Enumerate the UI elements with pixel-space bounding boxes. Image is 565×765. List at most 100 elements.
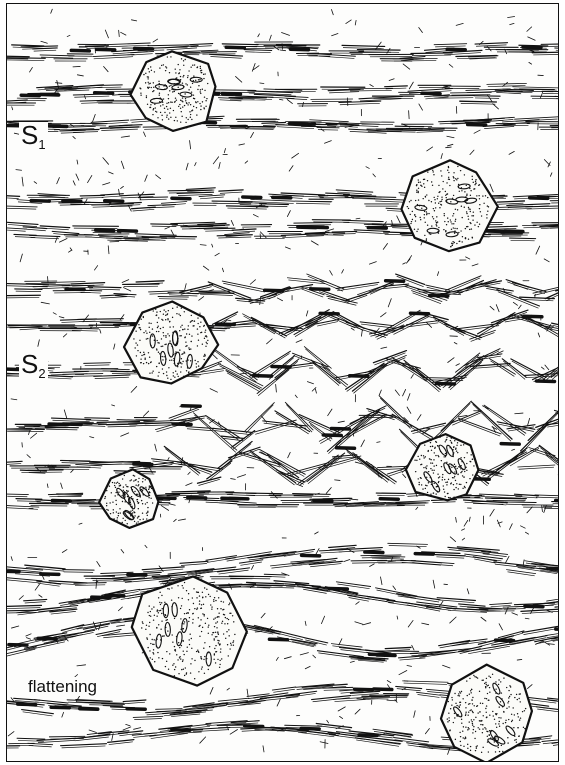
stipple-dot [198,651,199,652]
mica-flake-edge [115,240,138,241]
stipple-dot [445,230,446,231]
stipple-dot [110,513,111,514]
stipple-dot [475,717,476,718]
stipple-dot [157,652,158,653]
mica-flake [63,570,94,571]
stipple-dot [197,607,198,608]
stipple-dot [147,78,148,79]
stipple-dot [194,98,195,99]
stipple-dot [190,341,191,342]
matrix-tick [544,159,550,165]
mica-band [7,83,558,106]
stipple-dot [216,617,217,618]
stipple-dot [447,718,448,719]
stipple-dot [193,325,194,326]
stipple-dot [148,489,149,490]
stipple-dot [433,470,434,471]
mica-flake-edge [286,98,307,99]
mica-flake [360,322,394,326]
stipple-dot [474,738,475,739]
stipple-dot [204,673,205,674]
matrix-tick [538,333,540,337]
matrix-tick [169,504,175,506]
stipple-dot [188,70,189,71]
stipple-dot [182,659,183,660]
mica-flake-edge [416,131,443,132]
stipple-dot [474,184,475,185]
stipple-dot [425,488,426,489]
stipple-dot [227,623,228,624]
matrix-tick [279,99,282,100]
stipple-dot [430,234,431,235]
stipple-dot [149,332,150,333]
stipple-dot [429,495,430,496]
stipple-dot [169,112,170,113]
stipple-dot [200,608,201,609]
stipple-dot [495,751,496,752]
stipple-dot [441,201,442,202]
opaque-grain [118,231,136,232]
stipple-dot [459,732,460,733]
mica-flake-edge [93,581,132,582]
mica-flake-edge [353,365,387,393]
stipple-dot [485,708,486,709]
stipple-dot [177,585,178,586]
stipple-dot [186,117,187,118]
stipple-dot [160,105,161,106]
stipple-dot [417,228,418,229]
stipple-dot [150,66,151,67]
stipple-dot [199,636,200,637]
mica-flake [420,312,449,320]
stipple-dot [194,678,195,679]
stipple-dot [416,231,417,232]
stipple-dot [456,179,457,180]
matrix-tick [448,748,450,754]
stipple-dot [146,95,147,96]
matrix-tick [509,151,514,154]
stipple-dot [472,474,473,475]
stipple-dot [207,618,208,619]
mica-flake [388,543,428,544]
mica-flake-edge [7,608,40,609]
matrix-tick [41,302,49,304]
stipple-dot [454,242,455,243]
stipple-dot [462,731,463,732]
matrix-tick [20,254,22,262]
stipple-dot [188,89,189,90]
stipple-dot [147,511,148,512]
opaque-grain [311,289,329,290]
stipple-dot [472,219,473,220]
mica-flake-edge [178,194,212,195]
matrix-tick [12,107,13,110]
mica-flake-edge [220,192,242,193]
stipple-dot [503,711,504,712]
stipple-dot [443,181,444,182]
stipple-dot [167,378,168,379]
opaque-grain [556,500,558,501]
matrix-tick [185,284,186,290]
stipple-dot [203,659,204,660]
mica-flake [385,647,411,648]
stipple-dot [466,195,467,196]
stipple-dot [472,179,473,180]
stipple-dot [166,115,167,116]
stipple-dot [451,437,452,438]
stipple-dot [454,717,455,718]
stipple-dot [184,93,185,94]
mica-flake [336,190,372,192]
stipple-dot [213,659,214,660]
matrix-tick [305,621,306,625]
stipple-dot [178,93,179,94]
mica-flake-edge [495,564,535,569]
stipple-dot [466,463,467,464]
stipple-dot [180,371,181,372]
mica-flake [329,545,356,547]
opaque-grain [80,709,98,710]
stipple-dot [178,64,179,65]
stipple-dot [153,87,154,88]
stipple-dot [203,78,204,79]
matrix-tick [447,136,454,138]
stipple-dot [148,363,149,364]
matrix-tick [369,262,376,265]
stipple-dot [428,471,429,472]
